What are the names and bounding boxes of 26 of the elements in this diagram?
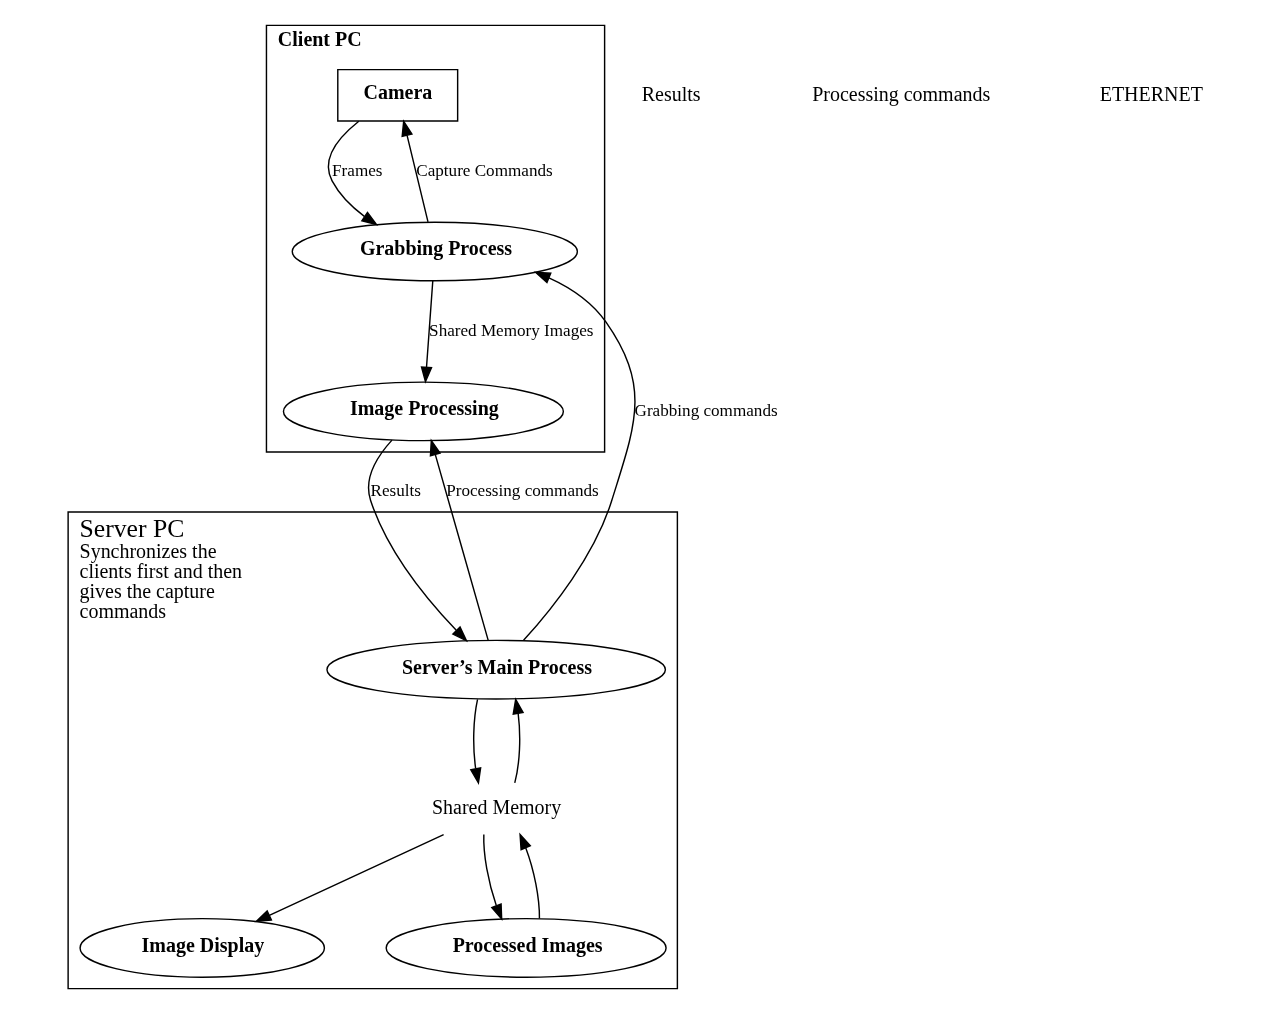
label: Results (641, 82, 701, 105)
node-ellipse: Server’s Main Process (326, 639, 667, 700)
arrow (327, 120, 379, 226)
arrow (469, 698, 482, 785)
node-ellipse: Image Processing (282, 381, 565, 442)
node-box: Camera (337, 68, 459, 122)
arrow (522, 271, 636, 641)
arrow (254, 833, 445, 923)
arrow (512, 697, 525, 784)
node-ellipse: Processed Images (385, 917, 667, 978)
edge-label: Frames (332, 161, 383, 181)
edge-label: Results (370, 480, 421, 500)
arrow (429, 438, 489, 641)
arrow (420, 280, 434, 384)
edge-label: Processing commands (446, 480, 599, 500)
edge-label: Capture Commands (416, 161, 553, 181)
edge-label: Shared Memory Images (429, 320, 594, 340)
arrow (519, 832, 541, 920)
label: ETHERNET (1099, 82, 1203, 105)
edge-label: Grabbing commands (634, 400, 778, 420)
arrow (367, 439, 468, 643)
label: Processing commands (812, 82, 991, 105)
node-ellipse: Image Display (79, 917, 326, 978)
arrow (401, 119, 429, 223)
node-text: Shared Memory (431, 796, 562, 819)
arrow (483, 833, 503, 922)
